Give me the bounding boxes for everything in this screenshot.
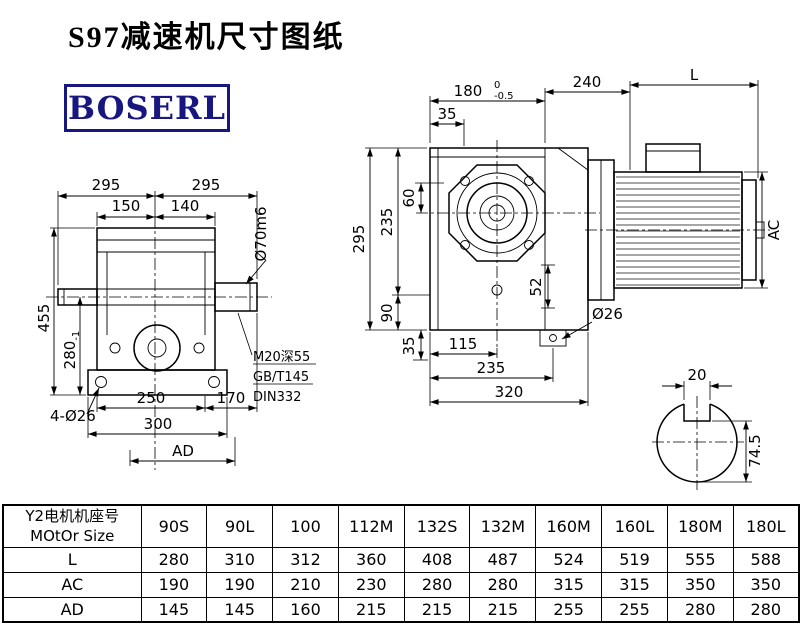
dim-front-height-280: 280-1 [61, 331, 82, 370]
dim-side-180-tol-lower: -0.5 [494, 91, 514, 102]
dim-motor-ac: AC [765, 220, 783, 240]
dim-side-115: 115 [449, 335, 478, 353]
page-title: S97减速机尺寸图纸 [68, 21, 345, 54]
dim-side-180: 180 [454, 82, 483, 100]
dim-side-240: 240 [573, 73, 602, 91]
dim-front-140: 140 [171, 197, 200, 215]
table-col-header: 180L [732, 504, 800, 548]
table-header-row: Y2电机机座号 MOtOr Size 90S 90L 100 112M 132S… [2, 504, 800, 548]
table-col-header: 180M [666, 504, 734, 548]
table-row-label: L [2, 546, 142, 573]
table-col-header: 112M [337, 504, 405, 548]
dim-side-295: 295 [350, 225, 368, 254]
label-side-hole-dia: Ø26 [592, 305, 623, 323]
dim-front-150: 150 [112, 197, 141, 215]
table-cell: 588 [732, 546, 800, 573]
table-col-header: 160M [535, 504, 603, 548]
table-col-header: 132M [469, 504, 537, 548]
table-col-header: 90L [206, 504, 274, 548]
table-cell: 230 [337, 571, 405, 598]
dim-front-width-right: 295 [192, 176, 221, 194]
dim-motor-length-L: L [690, 66, 699, 84]
brand-logo: BOSERL [64, 84, 230, 132]
table-cell: 487 [469, 546, 537, 573]
table-col-header: 100 [272, 504, 339, 548]
table-cell: 255 [535, 596, 603, 623]
note-standard-din: DIN332 [253, 390, 301, 405]
table-cell: 350 [732, 571, 800, 598]
side-view-housing [429, 147, 589, 347]
front-view-centerlines [46, 216, 272, 470]
table-cell: 255 [601, 596, 668, 623]
dim-front-170: 170 [217, 389, 246, 407]
table-cell: 215 [403, 596, 471, 623]
table-header-motor-size: Y2电机机座号 MOtOr Size [2, 504, 142, 548]
dim-side-60: 60 [400, 188, 418, 207]
dim-side-235-horizontal: 235 [477, 359, 506, 377]
table-cell: 315 [601, 571, 668, 598]
side-view-dimensions [365, 80, 768, 406]
technical-drawing: 295 295 150 140 455 280-1 4-Ø26 250 170 … [35, 66, 783, 490]
table-cell: 350 [666, 571, 734, 598]
dim-front-ad: AD [172, 442, 194, 460]
dim-side-90: 90 [378, 303, 396, 322]
table-row-AD: AD 145 145 160 215 215 215 255 255 280 2… [2, 596, 800, 623]
table-row-label: AD [2, 596, 142, 623]
table-cell: 280 [732, 596, 800, 623]
table-col-header: 160L [601, 504, 668, 548]
table-cell: 280 [403, 571, 471, 598]
motor-size-table: Y2电机机座号 MOtOr Size 90S 90L 100 112M 132S… [2, 504, 800, 623]
table-cell: 524 [535, 546, 603, 573]
table-cell: 519 [601, 546, 668, 573]
table-cell: 210 [272, 571, 339, 598]
note-thread: M20深55 [253, 350, 310, 365]
table-header-line1: Y2电机机座号 [25, 507, 120, 526]
table-cell: 315 [535, 571, 603, 598]
shaft-detail-dimensions [662, 381, 752, 483]
table-cell: 280 [469, 571, 537, 598]
table-cell: 190 [206, 571, 274, 598]
table-row-label: AC [2, 571, 142, 598]
dim-side-235-vertical: 235 [378, 208, 396, 237]
dim-front-width-left: 295 [92, 176, 121, 194]
table-cell: 280 [666, 596, 734, 623]
table-row-AC: AC 190 190 210 230 280 280 315 315 350 3… [2, 571, 800, 598]
note-standard-gb: GB/T145 [253, 370, 309, 385]
dim-front-height-455: 455 [35, 304, 53, 333]
front-view-linework [57, 227, 258, 396]
table-cell: 310 [206, 546, 274, 573]
side-view-motor [587, 143, 765, 301]
table-header-line2: MOtOr Size [30, 527, 115, 546]
dim-side-320: 320 [495, 383, 524, 401]
table-cell: 215 [337, 596, 405, 623]
shaft-section-detail: 20 74.5 [652, 366, 764, 490]
table-row-L: L 280 310 312 360 408 487 524 519 555 58… [2, 546, 800, 573]
table-cell: 160 [272, 596, 339, 623]
table-cell: 360 [337, 546, 405, 573]
table-col-header: 90S [140, 504, 208, 548]
table-cell: 555 [666, 546, 734, 573]
front-view: 295 295 150 140 455 280-1 4-Ø26 250 170 … [35, 176, 316, 470]
table-cell: 190 [140, 571, 208, 598]
dim-front-250: 250 [137, 389, 166, 407]
label-front-foot-holes: 4-Ø26 [50, 407, 96, 425]
table-cell: 312 [272, 546, 339, 573]
dim-key-width-20: 20 [687, 366, 706, 384]
side-view: 180 0 -0.5 240 L 35 60 295 235 90 35 52 … [350, 66, 783, 406]
table-cell: 145 [206, 596, 274, 623]
table-cell: 145 [140, 596, 208, 623]
dim-front-300: 300 [144, 415, 173, 433]
dim-side-35-bottom: 35 [400, 336, 418, 355]
label-output-shaft-dia: Ø70m6 [252, 206, 270, 261]
front-view-dimensions [50, 191, 316, 466]
dim-shaft-height-74-5: 74.5 [746, 434, 764, 467]
table-cell: 408 [403, 546, 471, 573]
table-col-header: 132S [403, 504, 471, 548]
dim-side-52: 52 [527, 277, 545, 296]
table-cell: 215 [469, 596, 537, 623]
dim-side-180-tol-upper: 0 [494, 80, 500, 91]
dim-side-35-top: 35 [437, 105, 456, 123]
table-cell: 280 [140, 546, 208, 573]
